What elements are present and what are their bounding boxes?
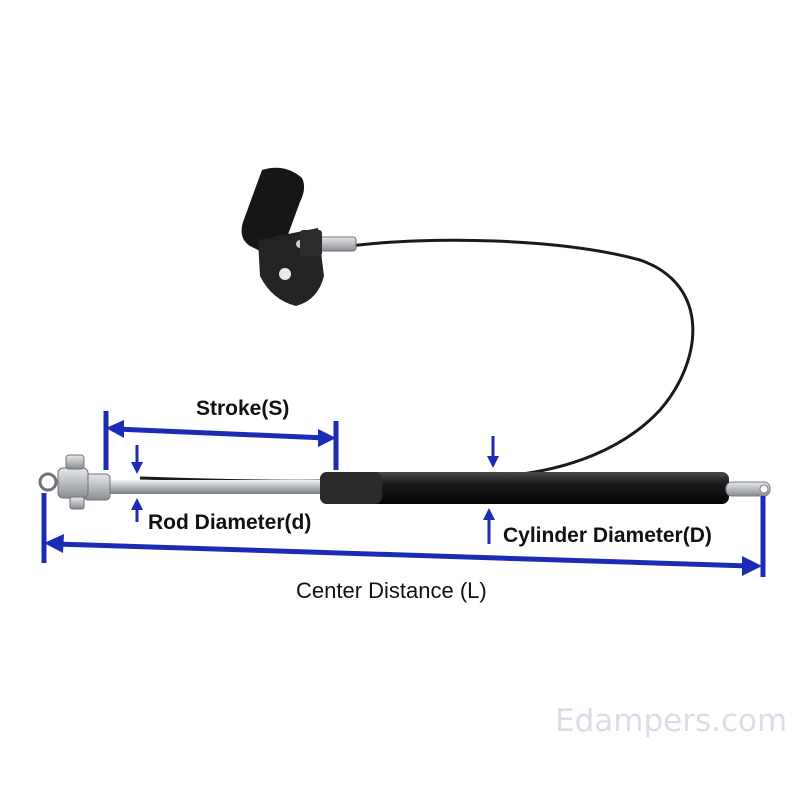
cable-ferrule	[317, 236, 357, 252]
cylinder-body	[320, 472, 729, 504]
piston-rod	[104, 480, 326, 494]
center-distance-dimension	[41, 493, 766, 577]
release-cable-icon	[349, 238, 695, 478]
eyelet-end-icon	[725, 481, 771, 497]
lever-handle-icon	[241, 167, 324, 306]
cylinder-diameter-label: Cylinder Diameter(D)	[503, 524, 712, 547]
watermark-text: Edampers.com	[555, 703, 788, 739]
clevis-end-icon	[38, 454, 111, 510]
rod-diameter-arrows	[131, 445, 143, 522]
stroke-label: Stroke(S)	[196, 397, 290, 420]
cylinder-diameter-arrows	[483, 436, 499, 544]
rod-diameter-label: Rod Diameter(d)	[148, 511, 312, 534]
stroke-dimension	[103, 411, 339, 470]
center-distance-label: Center Distance (L)	[296, 578, 487, 603]
cylinder-collar	[320, 472, 382, 504]
